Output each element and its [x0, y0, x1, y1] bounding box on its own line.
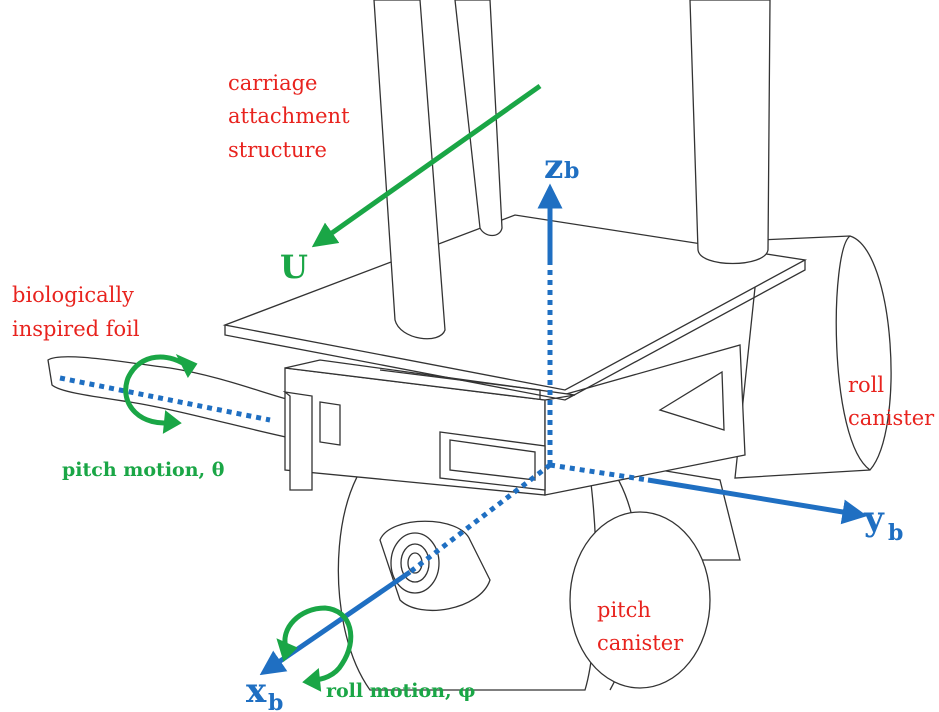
label-roll-motion: roll motion, φ: [326, 680, 475, 702]
label-pitch-canister-line1: pitch: [597, 598, 651, 622]
label-roll-canister-line2: canister: [848, 406, 935, 430]
label-pitch-canister-line2: canister: [597, 631, 684, 655]
label-axis-z: z b: [544, 147, 579, 187]
y-axis-arrow: [647, 477, 868, 525]
label-axis-x: x b: [246, 671, 283, 712]
label-carriage-line1: carriage: [228, 71, 317, 95]
axis-x-main: x: [246, 671, 267, 711]
label-flow-u: U: [280, 248, 308, 286]
label-pitch-motion: pitch motion, θ: [62, 459, 224, 481]
roll-canister: [734, 235, 892, 479]
label-axis-y: y b: [863, 499, 903, 546]
axis-y-sub: b: [888, 520, 903, 546]
apparatus-drawing: [47, 0, 892, 691]
pitch-motion-arrow: [123, 354, 192, 426]
axis-y-main: y: [863, 499, 885, 539]
label-foil-line1: biologically: [12, 283, 134, 307]
label-foil-line2: inspired foil: [12, 317, 140, 341]
roll-motion-head-bottom: [302, 667, 322, 692]
label-carriage-line2: attachment: [228, 104, 350, 128]
roll-motion-arrow: [282, 605, 354, 683]
pitch-motion-head-top: [175, 353, 198, 378]
roll-motion-head-top: [276, 638, 298, 662]
axis-z-sub: b: [564, 158, 579, 184]
carriage-rods: [373, 0, 771, 340]
flow-velocity-arrow: [311, 83, 542, 248]
label-roll-canister-line1: roll: [848, 373, 884, 397]
axis-x-sub: b: [268, 690, 283, 712]
pitch-motion-head-bottom: [162, 410, 182, 434]
y-axis-dotted: [549, 462, 649, 483]
axis-z-main: z: [544, 147, 563, 187]
label-carriage-line3: structure: [228, 138, 327, 162]
housing-box: [282, 344, 746, 496]
